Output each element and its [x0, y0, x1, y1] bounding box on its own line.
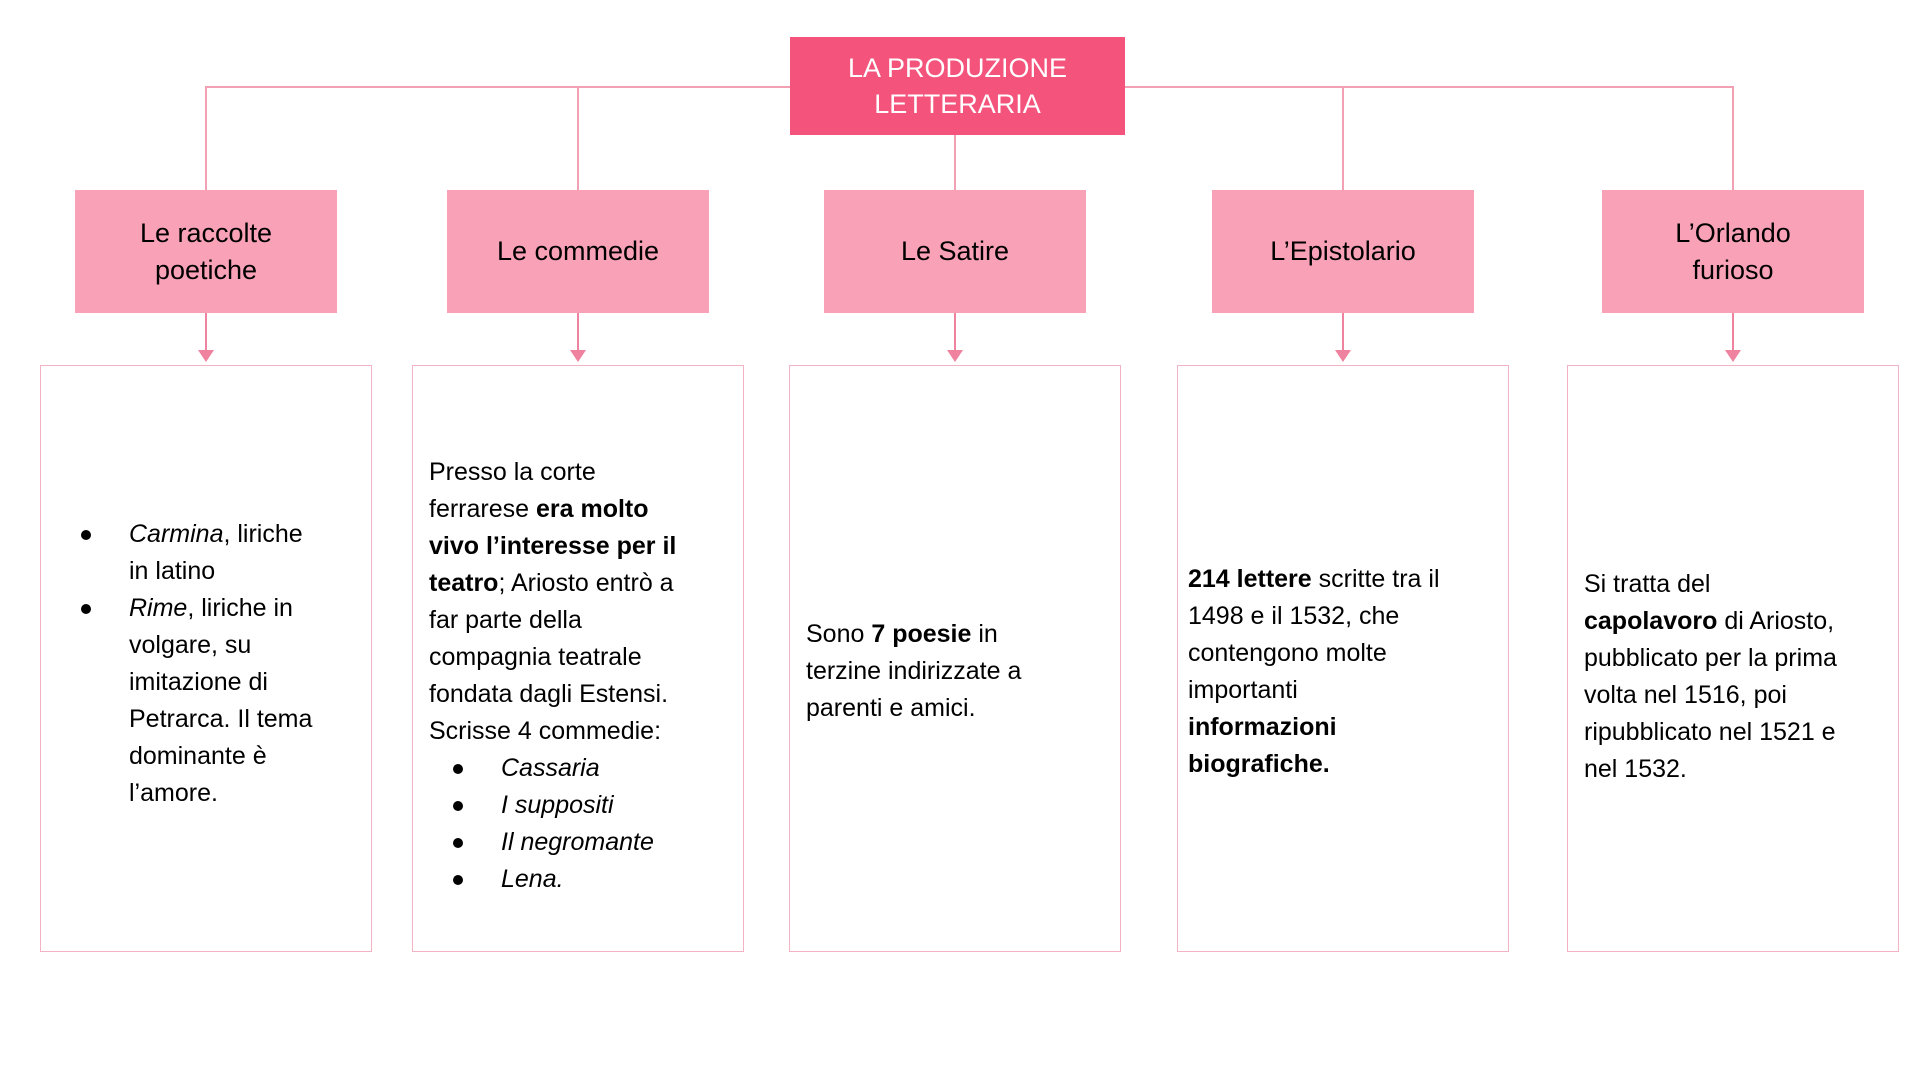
bullet-icon [453, 824, 501, 861]
tree-branch-line [1342, 86, 1344, 190]
arrow-stem [954, 313, 956, 351]
header-label: L’Epistolario [1270, 236, 1416, 266]
header-box-epistolario[interactable]: L’Epistolario [1212, 190, 1474, 313]
arrow-down-icon [570, 350, 586, 362]
arrow-stem [1342, 313, 1344, 351]
title-box[interactable]: LA PRODUZIONE LETTERARIA [790, 37, 1125, 135]
bullet-icon [453, 750, 501, 787]
tree-branch-line [1732, 86, 1734, 190]
title-text: LA PRODUZIONE LETTERARIA [847, 53, 1068, 119]
arrow-stem [205, 313, 207, 351]
bullet-icon [81, 590, 129, 812]
tree-branch-line [954, 86, 956, 190]
header-box-satire[interactable]: Le Satire [824, 190, 1086, 313]
bullet-icon [453, 787, 501, 824]
arrow-down-icon [1335, 350, 1351, 362]
header-label: Le Satire [900, 236, 1010, 266]
bullet-icon [81, 516, 129, 590]
bullet-icon [453, 861, 501, 898]
tree-branch-line [205, 86, 207, 190]
header-label: Le commedie [496, 236, 660, 266]
arrow-stem [577, 313, 579, 351]
header-box-commedie[interactable]: Le commedie [447, 190, 709, 313]
arrow-down-icon [1725, 350, 1741, 362]
arrow-down-icon [947, 350, 963, 362]
arrow-stem [1732, 313, 1734, 351]
tree-branch-line [577, 86, 579, 190]
arrow-down-icon [198, 350, 214, 362]
